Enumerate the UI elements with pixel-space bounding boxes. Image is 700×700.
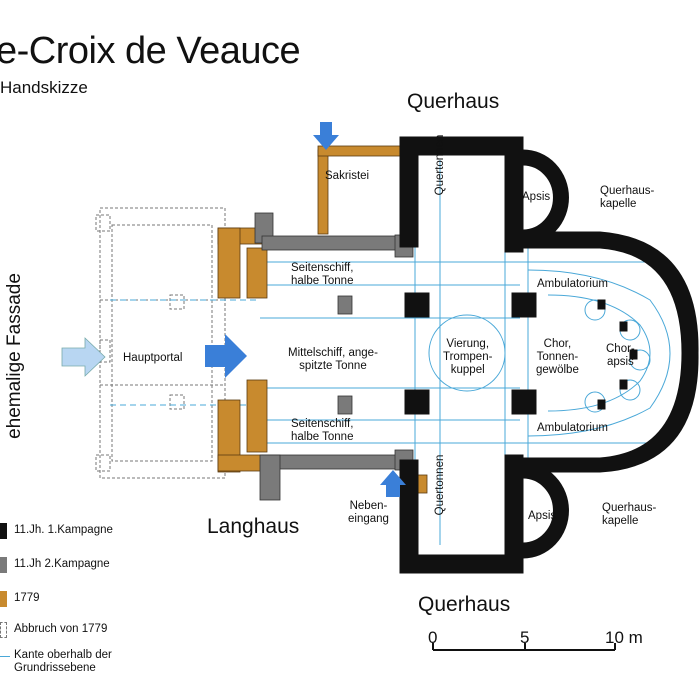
label-chor: Chor, Tonnen- gewölbe bbox=[536, 338, 579, 376]
legend-label: Kante oberhalb der Grundrissebene bbox=[14, 649, 112, 674]
label-mittelschiff: Mittelschiff, ange- spitzte Tonne bbox=[288, 347, 378, 372]
main-portal-arrow-icon bbox=[205, 334, 247, 378]
facade-arrow-icon bbox=[61, 337, 106, 377]
demolished-structure bbox=[95, 207, 226, 479]
label-nebeneingang: Neben- eingang bbox=[348, 500, 389, 525]
label-vierung: Vierung, Trompen- kuppel bbox=[443, 338, 493, 376]
legend-label: Abbruch von 1779 bbox=[14, 623, 108, 635]
label-sakristei: Sakristei bbox=[325, 170, 370, 182]
label-langhaus: Langhaus bbox=[207, 515, 300, 538]
legend-label: 1779 bbox=[14, 592, 40, 604]
label-quertonnen-top: Quertonnen bbox=[434, 134, 446, 196]
label-querhauskapelle-bottom: Querhaus- kapelle bbox=[602, 502, 657, 527]
label-quertonnen-bottom: Quertonnen bbox=[434, 454, 446, 516]
label-seitenschiff-bottom: Seitenschiff, halbe Tonne bbox=[291, 418, 354, 443]
label-querhaus-top: Querhaus bbox=[407, 90, 500, 113]
legend-label: 11.Jh. 1.Kampagne bbox=[14, 524, 113, 536]
legend-swatch bbox=[0, 591, 7, 607]
label-seitenschiff-top: Seitenschiff, halbe Tonne bbox=[291, 262, 354, 287]
legend-swatch bbox=[0, 557, 7, 573]
label-apsis-top: Apsis bbox=[522, 191, 551, 203]
label-querhauskapelle-top: Querhaus- kapelle bbox=[600, 185, 655, 210]
scale-tick-5: 5 bbox=[520, 628, 530, 647]
entrance-arrows bbox=[61, 122, 406, 497]
scale-bar bbox=[432, 643, 616, 651]
sacristy-arrow-icon bbox=[313, 122, 339, 150]
legend-swatch bbox=[0, 622, 7, 638]
walls-1779 bbox=[217, 145, 428, 494]
page-title: e-Croix de Veauce bbox=[0, 30, 301, 72]
label-ambulatorium-bottom: Ambulatorium bbox=[537, 422, 608, 434]
legend-label: 11.Jh 2.Kampagne bbox=[14, 558, 110, 570]
walls-phase1 bbox=[399, 136, 699, 574]
scale-tick-0: 0 bbox=[428, 628, 438, 647]
label-chorapsis: Chor- apsis bbox=[606, 343, 635, 368]
legend-swatch bbox=[0, 656, 10, 657]
label-querhaus-bottom: Querhaus bbox=[418, 593, 511, 616]
label-hauptportal: Hauptportal bbox=[123, 352, 183, 364]
label-apsis-bottom: Apsis bbox=[528, 510, 557, 522]
legend-swatch bbox=[0, 523, 7, 539]
subtitle: Handskizze bbox=[0, 78, 88, 97]
scale-tick-10m: 10 m bbox=[605, 628, 643, 647]
label-ehemalige-fassade: ehemalige Fassade bbox=[4, 273, 25, 439]
label-ambulatorium-top: Ambulatorium bbox=[537, 278, 608, 290]
side-entrance-arrow-icon bbox=[380, 470, 406, 497]
